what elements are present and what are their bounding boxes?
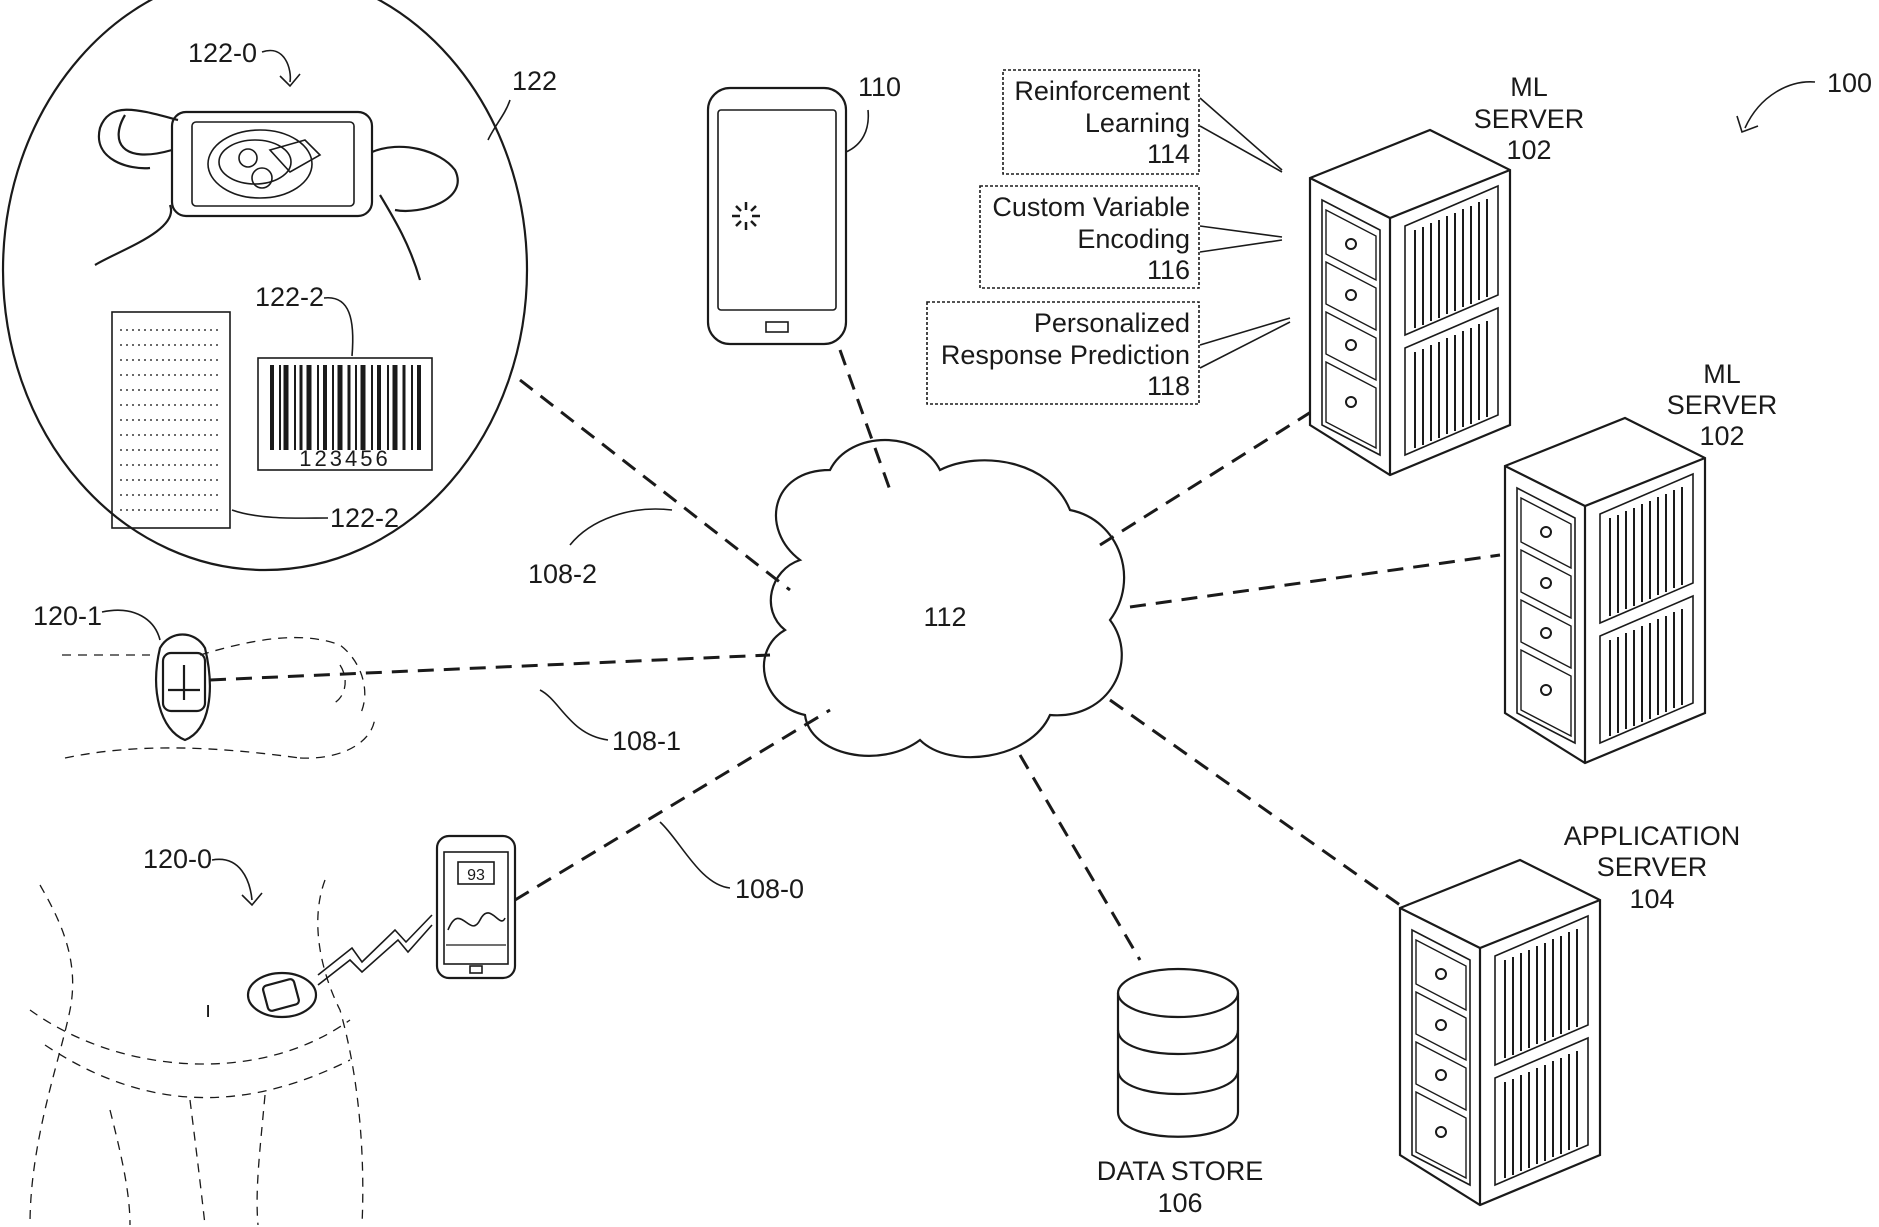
module-connectors — [1200, 98, 1290, 368]
link-110 — [840, 350, 890, 490]
module-custom-variable-encoding: Custom Variable Encoding 116 — [980, 186, 1199, 288]
app-server-line3: 104 — [1629, 884, 1674, 914]
smartphone-110 — [708, 88, 846, 344]
label-110: 110 — [858, 72, 901, 102]
module-118-line3: 118 — [1147, 371, 1190, 401]
module-116-line2: Encoding — [1077, 224, 1190, 254]
link-ml-server-2 — [1130, 555, 1500, 607]
loading-icon — [732, 202, 760, 230]
link-data-store — [1020, 755, 1140, 960]
barcode-icon: 123456 — [258, 358, 432, 471]
navel-mark: ı — [205, 997, 211, 1022]
label-108-0: 108-0 — [735, 874, 804, 904]
glucose-monitor-phone-icon: 93 — [437, 836, 515, 978]
module-personalized-response-prediction: Personalized Response Prediction 118 — [927, 302, 1199, 404]
module-116-line3: 116 — [1147, 255, 1190, 285]
smartwatch-arm — [62, 635, 375, 759]
ml-server-2-line2: SERVER — [1667, 390, 1778, 420]
ml-server-2: ML SERVER 102 — [1505, 359, 1777, 763]
ml-server-2-line1: ML — [1703, 359, 1741, 389]
ml-server-2-line3: 102 — [1699, 421, 1744, 451]
data-store-icon: DATA STORE 106 — [1097, 969, 1264, 1218]
module-118-line2: Response Prediction — [941, 340, 1190, 370]
body-with-glucose-sensor: ı 93 — [30, 836, 515, 1225]
ml-server-1-line1: ML — [1510, 72, 1548, 102]
link-108-1 — [210, 655, 770, 680]
module-118-line1: Personalized — [1034, 308, 1190, 338]
glucose-sensor-icon — [248, 973, 316, 1017]
application-server: APPLICATION SERVER 104 — [1400, 821, 1740, 1205]
network-cloud: 112 — [764, 440, 1124, 757]
ml-server-1: ML SERVER 102 — [1310, 72, 1584, 475]
food-input-bubble: 122-0 — [3, 0, 527, 570]
label-122: 122 — [512, 66, 557, 96]
module-116-line1: Custom Variable — [992, 192, 1190, 222]
glucose-reading: 93 — [467, 867, 485, 884]
label-122-0: 122-0 — [188, 38, 257, 68]
module-reinforcement-learning: Reinforcement Learning 114 — [1003, 70, 1199, 174]
module-114-line2: Learning — [1085, 108, 1190, 138]
phone-camera-icon — [95, 110, 458, 280]
app-server-line2: SERVER — [1597, 852, 1708, 882]
ml-server-1-line2: SERVER — [1474, 104, 1585, 134]
label-120-1: 120-1 — [33, 601, 102, 631]
label-108-2: 108-2 — [528, 559, 597, 589]
app-server-line1: APPLICATION — [1564, 821, 1741, 851]
label-100: 100 — [1827, 68, 1872, 98]
nutrition-label-icon — [112, 312, 230, 528]
module-114-line1: Reinforcement — [1014, 76, 1190, 106]
ml-server-1-line3: 102 — [1506, 135, 1551, 165]
link-ml-server-1 — [1100, 400, 1330, 545]
label-120-0: 120-0 — [143, 844, 212, 874]
label-122-2-bottom: 122-2 — [330, 503, 399, 533]
cloud-label: 112 — [923, 602, 966, 632]
link-app-server — [1110, 700, 1400, 905]
barcode-digits: 123456 — [299, 446, 390, 471]
label-122-2-top: 122-2 — [255, 282, 324, 312]
module-114-line3: 114 — [1147, 139, 1190, 169]
smartwatch-icon — [156, 635, 210, 741]
data-store-line1: DATA STORE — [1097, 1156, 1264, 1186]
data-store-line2: 106 — [1157, 1188, 1202, 1218]
label-108-1: 108-1 — [612, 726, 681, 756]
